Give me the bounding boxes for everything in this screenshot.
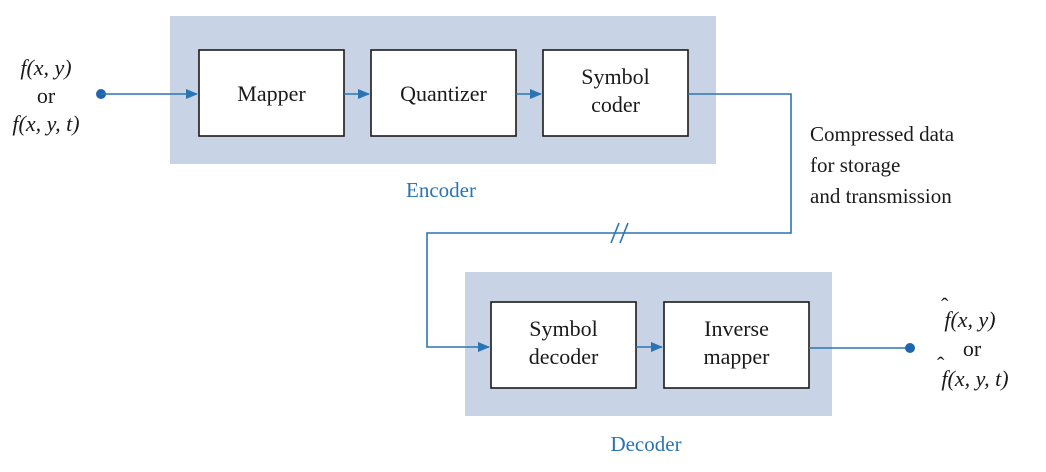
channel-label-line3: and transmission <box>810 184 952 208</box>
channel-label-line1: Compressed data <box>810 122 955 146</box>
mapper-block: Mapper <box>198 49 345 137</box>
symbol-coder-label-line2: coder <box>591 92 641 117</box>
input-label-line1: f(x, y) <box>20 55 71 80</box>
encoder-caption: Encoder <box>406 178 476 202</box>
symbol-decoder-label-line1: Symbol <box>529 316 597 341</box>
symbol-decoder-block: Symbol decoder <box>490 301 637 389</box>
channel-break-mark-2 <box>619 222 629 244</box>
mapper-label: Mapper <box>237 81 306 106</box>
symbol-coder-block: Symbol coder <box>542 49 689 137</box>
output-label-or: or <box>963 336 982 361</box>
quantizer-block: Quantizer <box>370 49 517 137</box>
symbol-decoder-label-line2: decoder <box>529 344 599 369</box>
channel-label-line2: for storage <box>810 153 900 177</box>
inverse-mapper-block: Inverse mapper <box>663 301 810 389</box>
output-label-line2: f(x, y, t) <box>941 366 1008 391</box>
symbol-coder-label-line1: Symbol <box>581 64 649 89</box>
inverse-mapper-label-line1: Inverse <box>704 316 769 341</box>
input-label-or: or <box>37 83 56 108</box>
output-hat-2: ˆ <box>937 352 945 377</box>
output-hat-1: ˆ <box>941 293 949 318</box>
output-label-line1: f(x, y) <box>944 307 995 332</box>
quantizer-label: Quantizer <box>400 81 487 106</box>
input-label-line2: f(x, y, t) <box>12 111 79 136</box>
inverse-mapper-label-line2: mapper <box>704 344 771 369</box>
channel-break-mark-1 <box>610 222 620 244</box>
channel-path <box>426 93 792 352</box>
output-dot <box>905 343 915 353</box>
decoder-caption: Decoder <box>610 432 681 456</box>
